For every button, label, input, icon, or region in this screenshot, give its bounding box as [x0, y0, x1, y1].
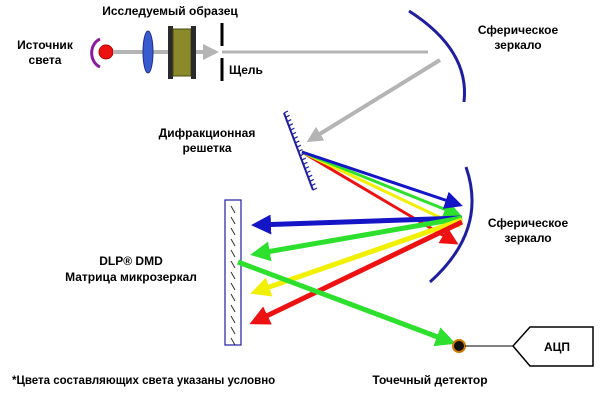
ray-green-to-detector: [237, 259, 456, 347]
dmd-micromirror: [230, 227, 236, 236]
label-grating-2: решетка: [182, 141, 231, 155]
grating-tooth: [312, 187, 318, 191]
label-light-source-2: света: [29, 53, 62, 67]
lens: [142, 30, 154, 74]
label-mirror-2-line-1: Сферическое: [488, 216, 569, 230]
sample-cuvette: [168, 26, 196, 79]
grating-tooth: [307, 174, 313, 178]
label-adc: АЦП: [544, 340, 570, 354]
label-dmd-2: Матрица микрозеркал: [65, 270, 197, 284]
dmd-micromirror: [230, 238, 236, 247]
label-dmd-1: DLP® DMD: [99, 254, 163, 268]
dmd-micromirror: [230, 315, 236, 324]
dmd-micromirror: [230, 216, 236, 225]
source-reflector: [90, 37, 101, 69]
dmd-micromirror: [230, 282, 236, 291]
grating-tooth: [285, 114, 290, 118]
grating-tooth: [309, 178, 315, 182]
grating-tooth: [303, 161, 308, 165]
grating-tooth: [301, 157, 306, 161]
ray-blue-to-mirror2: [301, 150, 463, 209]
dmd-micromirror: [230, 304, 236, 313]
ray-red-to-dmd: [249, 219, 464, 325]
grating-tooth: [288, 123, 294, 127]
beam-mirror-to-grating: [306, 58, 442, 143]
label-mirror-2-line-2: зеркало: [504, 231, 551, 245]
light-source: [90, 37, 114, 69]
grating-tooth: [295, 140, 300, 144]
ray-green-to-dmd: [250, 215, 463, 262]
label-footnote: *Цвета составляющих света указаны условн…: [12, 375, 275, 387]
grating-tooth: [286, 119, 292, 123]
dmd-micromirror: [230, 260, 236, 269]
dmd-micromirror: [230, 337, 236, 346]
label-sample: Исследуемый образец: [102, 4, 238, 18]
grating-tooth: [291, 131, 297, 135]
grating-tooth: [304, 166, 310, 170]
adc-block: [512, 326, 594, 367]
grating-tooth: [283, 110, 289, 114]
label-light-source-1: Источник: [17, 38, 74, 52]
grating-tooth: [296, 144, 302, 148]
diffraction-grating: [283, 110, 318, 191]
grating-tooth: [306, 170, 311, 174]
ray-blue-to-dmd: [251, 214, 463, 235]
grating-tooth: [311, 183, 316, 187]
dmd-matrix: [224, 199, 242, 346]
ray-green-to-mirror2: [301, 150, 462, 218]
spherical-mirror-1: [408, 9, 467, 103]
label-grating-1: Дифракционная: [159, 126, 256, 140]
grating-tooth: [290, 127, 295, 131]
ray-red-to-mirror2: [301, 150, 459, 245]
grating-tooth: [298, 148, 303, 153]
spherical-mirror-2: [428, 166, 474, 284]
dmd-micromirror: [230, 205, 236, 214]
point-detector: [452, 339, 466, 353]
dmd-micromirror: [230, 326, 236, 335]
dmd-micromirror: [230, 271, 236, 280]
label-detector: Точечный детектор: [372, 373, 487, 387]
label-mirror-1-line-1: Сферическое: [478, 23, 559, 37]
source-dot: [98, 44, 114, 60]
dmd-micromirror: [230, 249, 236, 258]
grating-tooth: [293, 136, 298, 140]
label-slit: Щель: [229, 63, 263, 77]
dmd-micromirror: [230, 293, 236, 302]
ray-yellow-to-mirror2: [301, 150, 461, 228]
label-mirror-1-line-2: зеркало: [494, 38, 541, 52]
